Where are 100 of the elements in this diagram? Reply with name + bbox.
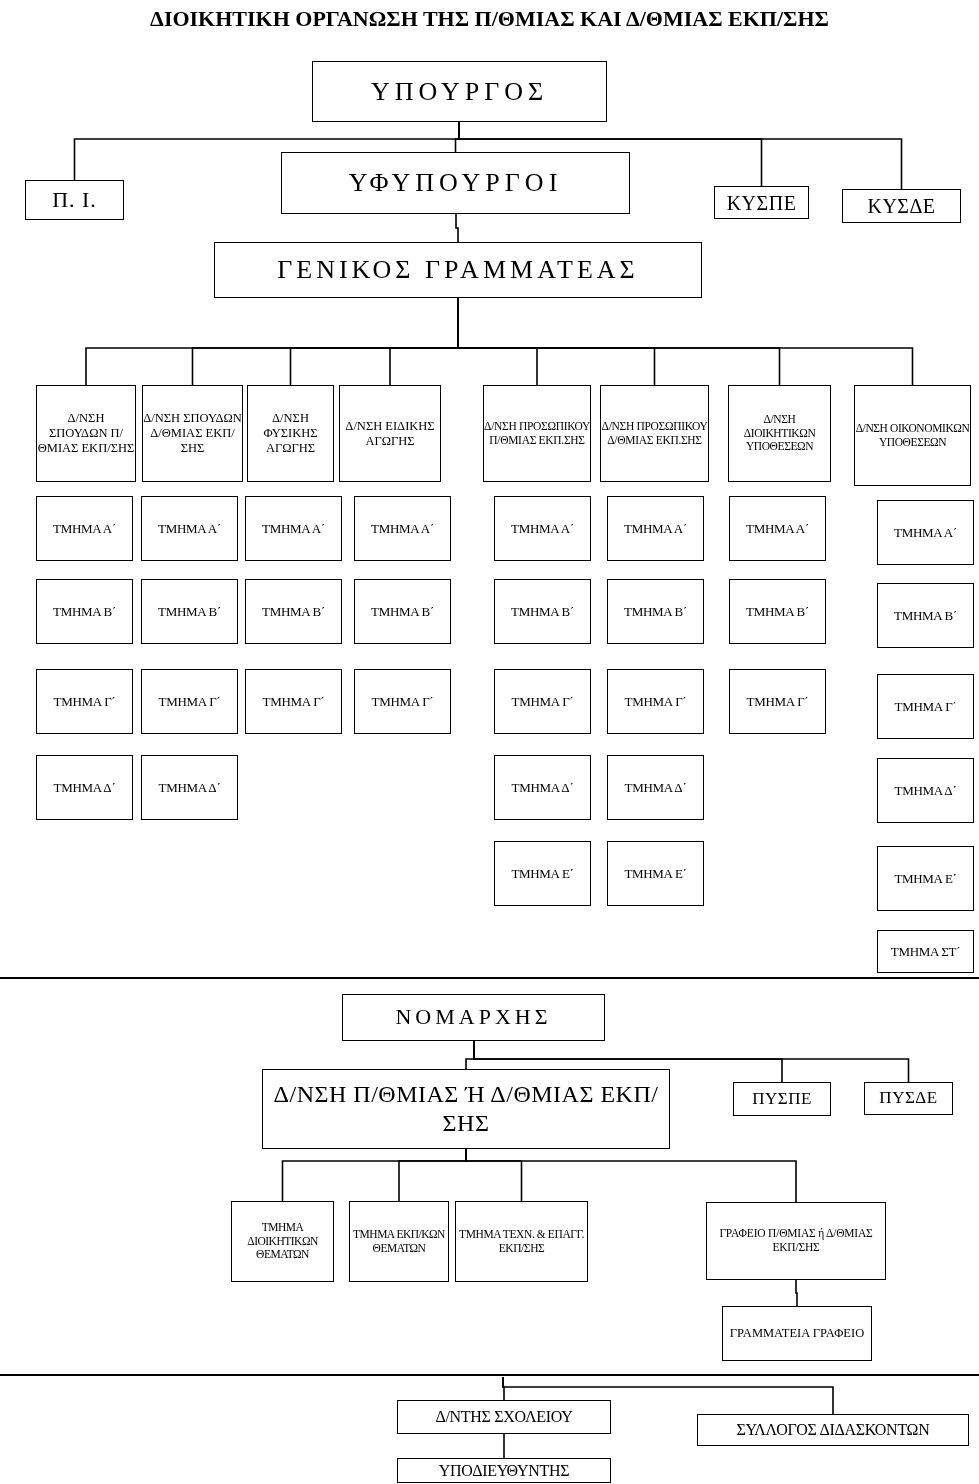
org-unit-box <box>494 841 591 906</box>
org-unit-box <box>455 1201 588 1282</box>
unit-label: ΤΜΗΜΑ Β΄ <box>158 603 221 620</box>
org-unit-box <box>397 1400 611 1434</box>
unit-label: ΤΜΗΜΑ Γ΄ <box>53 693 116 710</box>
unit-label: ΤΜΗΜΑ Γ΄ <box>894 698 957 715</box>
org-unit-box <box>877 583 974 648</box>
org-unit-box <box>397 1458 611 1483</box>
unit-label: ΤΜΗΜΑ Β΄ <box>371 603 434 620</box>
unit-label: ΝΟΜΑΡΧΗΣ <box>395 1004 552 1031</box>
org-unit-box <box>854 385 971 486</box>
unit-label: Δ/ΝΣΗ ΔΙΟΙΚΗΤΙΚΩΝ ΥΠΟΘΕΣΕΩΝ <box>742 412 817 455</box>
connector-line <box>502 1376 834 1415</box>
unit-label: ΤΜΗΜΑ Β΄ <box>511 603 574 620</box>
org-unit-box <box>36 496 133 561</box>
unit-label: ΠΥΣΔΕ <box>879 1088 938 1109</box>
unit-label: ΣΥΛΛΟΓΟΣ ΔΙΔΑΣΚΟΝΤΩΝ <box>736 1420 930 1440</box>
unit-label: ΤΜΗΜΑ Γ΄ <box>511 693 574 710</box>
unit-label: ΤΜΗΜΑ Α΄ <box>262 520 325 537</box>
unit-label: ΤΜΗΜΑ Α΄ <box>894 524 957 541</box>
unit-label: ΤΜΗΜΑ ΣΤ΄ <box>890 943 961 960</box>
org-unit-box <box>245 669 342 734</box>
unit-label: Δ/ΝΣΗ ΣΠΟΥΔΩΝ Π/ΘΜΙΑΣ ΕΚΠ/ΣΗΣ <box>37 411 135 456</box>
unit-label: ΤΜΗΜΑ Α΄ <box>158 520 221 537</box>
org-unit-box <box>36 385 136 482</box>
org-unit-box <box>36 579 133 644</box>
connector-line <box>503 1433 505 1459</box>
org-unit-box <box>600 385 709 482</box>
org-unit-box <box>877 846 974 911</box>
org-unit-box <box>247 385 334 482</box>
unit-label: ΚΥΣΔΕ <box>867 194 936 218</box>
org-unit-box <box>607 579 704 644</box>
org-unit-box <box>877 758 974 823</box>
org-unit-box <box>494 669 591 734</box>
org-unit-box <box>214 242 702 298</box>
title: ΔΙΟΙΚΗΤΙΚΗ ΟΡΓΑΝΩΣΗ ΤΗΣ Π/ΘΜΙΑΣ ΚΑΙ Δ/ΘΜΙΑΣ ΕΚΠ/ΣΗΣ <box>150 6 829 32</box>
unit-label: ΤΜΗΜΑ Α΄ <box>511 520 574 537</box>
org-unit-box <box>494 579 591 644</box>
connector-line <box>795 1279 798 1307</box>
unit-label: Δ/ΝΣΗ ΣΠΟΥΔΩΝ Δ/ΘΜΙΑΣ ΕΚΠ/ΣΗΣ <box>143 411 242 456</box>
unit-label: ΤΜΗΜΑ Α΄ <box>53 520 116 537</box>
org-unit-box <box>142 385 243 482</box>
org-unit-box <box>36 755 133 820</box>
org-unit-box <box>494 496 591 561</box>
unit-label: ΥΠΟΔΙΕΥΘΥΝΤΗΣ <box>438 1460 570 1481</box>
org-unit-box <box>877 674 974 739</box>
unit-label: ΤΜΗΜΑ Α΄ <box>624 520 687 537</box>
unit-label: ΤΜΗΜΑ ΕΚΠ/ΚΩΝ ΘΕΜΑΤΩΝ <box>352 1227 446 1256</box>
unit-label: ΤΜΗΜΑ Ε΄ <box>624 865 687 882</box>
unit-label: ΤΜΗΜΑ Α΄ <box>746 520 809 537</box>
org-unit-box <box>728 385 831 482</box>
unit-label: ΤΜΗΜΑ Δ΄ <box>158 779 221 796</box>
org-unit-box <box>354 496 451 561</box>
org-unit-box <box>339 385 441 482</box>
org-unit-box <box>607 755 704 820</box>
unit-label: ΤΜΗΜΑ Β΄ <box>262 603 325 620</box>
org-unit-box <box>262 1069 670 1149</box>
unit-label: Δ/ΝΣΗ ΟΙΚΟΝΟΜΙΚΩΝ ΥΠΟΘΕΣΕΩΝ <box>855 421 970 450</box>
unit-label: Δ/ΝΣΗ ΠΡΟΣΩΠΙΚΟΥ Π/ΘΜΙΑΣ ΕΚΠ.ΣΗΣ <box>484 419 590 448</box>
unit-label: ΤΜΗΜΑ ΤΕΧΝ. & ΕΠΑΓΓ. ΕΚΠ/ΣΗΣ <box>458 1227 585 1256</box>
unit-label: Δ/ΝΣΗ ΕΙΔΙΚΗΣ ΑΓΩΓΗΣ <box>344 418 436 449</box>
unit-label: ΚΥΣΠΕ <box>726 190 797 215</box>
unit-label: ΤΜΗΜΑ Ε΄ <box>511 865 574 882</box>
unit-label: ΤΜΗΜΑ Γ΄ <box>158 693 221 710</box>
org-unit-box <box>864 1082 953 1115</box>
unit-label: ΤΜΗΜΑ Β΄ <box>624 603 687 620</box>
org-unit-box <box>354 669 451 734</box>
org-unit-box <box>141 669 238 734</box>
unit-label: ΤΜΗΜΑ Β΄ <box>894 607 957 624</box>
org-unit-box <box>607 841 704 906</box>
unit-label: ΓΡΑΦΕΙΟ Π/ΘΜΙΑΣ ή Δ/ΘΜΙΑΣ ΕΚΠ/ΣΗΣ <box>718 1227 874 1255</box>
unit-label: Δ/ΝΤΗΣ ΣΧΟΛΕΙΟΥ <box>435 1407 573 1427</box>
unit-label: ΤΜΗΜΑ Γ΄ <box>746 693 809 710</box>
connector-line <box>455 213 459 243</box>
unit-label: ΤΜΗΜΑ Δ΄ <box>53 779 116 796</box>
unit-label: Δ/ΝΣΗ ΦΥΣΙΚΗΣ ΑΓΩΓΗΣ <box>262 411 319 456</box>
unit-label: ΤΜΗΜΑ Α΄ <box>371 520 434 537</box>
org-unit-box <box>714 186 809 219</box>
unit-label: Δ/ΝΣΗ Π/ΘΜΙΑΣ Ή Δ/ΘΜΙΑΣ ΕΚΠ/ΣΗΣ <box>272 1080 660 1138</box>
org-unit-box <box>722 1306 872 1361</box>
org-unit-box <box>25 180 124 220</box>
unit-label: ΓΡΑΜΜΑΤΕΙΑ ΓΡΑΦΕΙΟ <box>729 1326 865 1341</box>
unit-label: ΤΜΗΜΑ Β΄ <box>746 603 809 620</box>
org-unit-box <box>877 930 974 973</box>
org-unit-box <box>733 1082 831 1116</box>
unit-label: ΤΜΗΜΑ ΔΙΟΙΚΗΤΙΚΩΝ ΘΕΜΑΤΩΝ <box>246 1220 319 1263</box>
unit-label: ΤΜΗΜΑ Δ΄ <box>624 779 687 796</box>
org-unit-box <box>607 496 704 561</box>
unit-label: ΠΥΣΠΕ <box>752 1088 812 1110</box>
unit-label: ΤΜΗΜΑ Δ΄ <box>511 779 574 796</box>
org-unit-box <box>281 152 630 214</box>
org-unit-box <box>729 579 826 644</box>
org-unit-box <box>245 579 342 644</box>
unit-label: ΤΜΗΜΑ Δ΄ <box>894 782 957 799</box>
org-unit-box <box>697 1414 969 1446</box>
org-unit-box <box>729 496 826 561</box>
org-unit-box <box>312 61 607 122</box>
unit-label: Π. Ι. <box>52 186 97 214</box>
org-unit-box <box>607 669 704 734</box>
unit-label: ΥΦΥΠΟΥΡΓΟΙ <box>348 167 563 199</box>
